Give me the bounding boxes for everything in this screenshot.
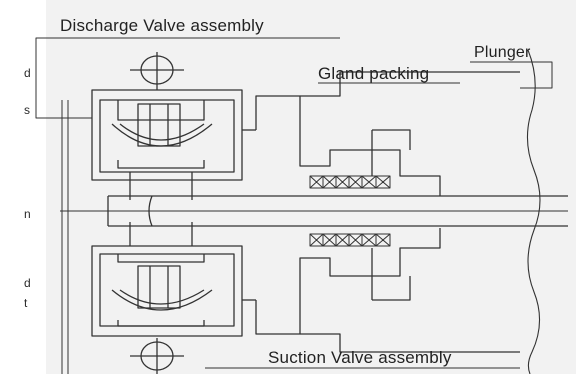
cylinder-body xyxy=(255,71,520,353)
gland-packing-lower xyxy=(309,233,391,247)
discharge-fitting xyxy=(130,52,184,90)
margin-fragment: s xyxy=(24,103,30,117)
plunger-label: Plunger xyxy=(474,44,531,61)
margin-fragment: d xyxy=(24,66,31,80)
gland-packing-label: Gland packing xyxy=(318,64,430,83)
margin-fragment: n xyxy=(24,207,31,221)
margin-fragment: d xyxy=(24,276,31,290)
suction-valve-block xyxy=(91,222,256,337)
suction-fitting xyxy=(130,338,184,374)
suction-valve-label: Suction Valve assembly xyxy=(268,348,452,367)
margin-fragment: t xyxy=(24,296,28,310)
plunger-rod xyxy=(107,195,568,227)
break-line xyxy=(526,49,541,374)
gland-packing-upper xyxy=(309,175,391,189)
discharge-valve-label: Discharge Valve assembly xyxy=(60,16,264,35)
discharge-leader-line xyxy=(35,37,340,119)
plunger-leader-line xyxy=(470,61,553,89)
discharge-valve-block xyxy=(91,89,256,200)
